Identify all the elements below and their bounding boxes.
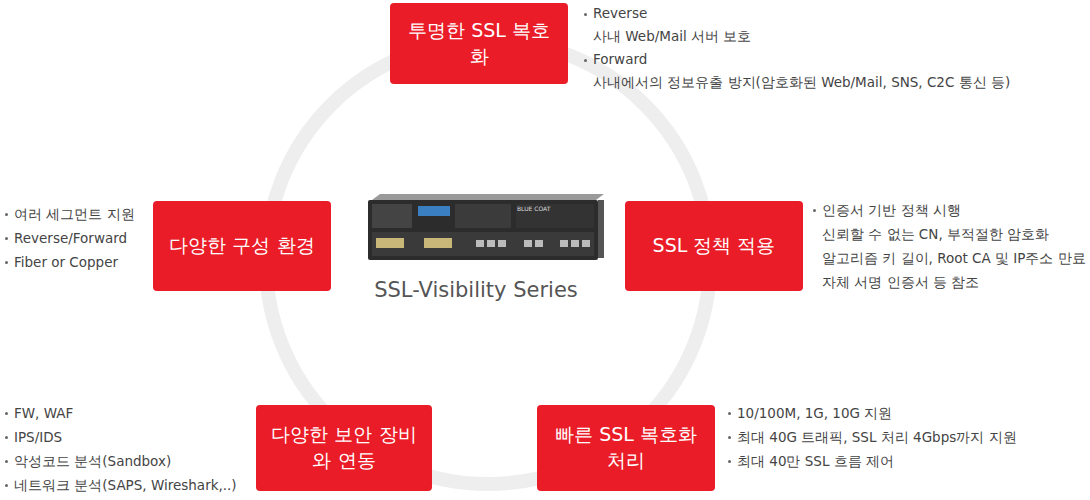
bullet-dot xyxy=(5,412,8,415)
bullet-subline: 신뢰할 수 없는 CN, 부적절한 암호화 xyxy=(812,222,1086,246)
bullet-list: 10/100M, 1G, 10G 지원최대 40G 트래픽, SSL 처리 4G… xyxy=(727,401,1067,473)
bullet-list: 인증서 기반 정책 시행신뢰할 수 없는 CN, 부적절한 암호화알고리즘 키 … xyxy=(812,198,1086,294)
bullet-list: 여러 세그먼트 지원Reverse/ForwardFiber or Copper xyxy=(4,202,149,274)
bullet-item: FW, WAF xyxy=(4,401,249,425)
bullet-dot xyxy=(728,412,731,415)
box-title: SSL 정책 적용 xyxy=(653,233,776,259)
brand-mark: BLUE COAT xyxy=(517,205,550,213)
feature-box: SSL 정책 적용 xyxy=(625,201,803,291)
bullet-item: 최대 40G 트래픽, SSL 처리 4Gbps까지 지원 xyxy=(727,425,1067,449)
feature-box: 다양한 보안 장비와 연동 xyxy=(256,405,432,491)
bullet-item: Fiber or Copper xyxy=(4,250,149,274)
bullet-subline: 알고리즘 키 길이, Root CA 및 IP주소 만료 xyxy=(812,246,1086,270)
bullet-dot xyxy=(5,261,8,264)
bullet-item: Forward xyxy=(583,48,1073,71)
box-title: 다양한 보안 장비와 연동 xyxy=(266,422,422,473)
bullet-dot xyxy=(5,460,8,463)
bullet-dot xyxy=(728,436,731,439)
bullet-list: FW, WAFIPS/IDS악성코드 분석(Sandbox)네트워크 분석(SA… xyxy=(4,401,249,497)
bullet-list: Reverse사내 Web/Mail 서버 보호Forward사내에서의 정보유… xyxy=(583,2,1073,94)
box-title: 빠른 SSL 복호화 처리 xyxy=(547,422,705,473)
bullet-subline: 사내에서의 정보유출 방지(암호화된 Web/Mail, SNS, C2C 통신… xyxy=(583,71,1073,94)
bullet-dot xyxy=(813,209,816,212)
bullet-item: Reverse/Forward xyxy=(4,226,149,250)
feature-box: 다양한 구성 환경 xyxy=(153,201,331,291)
bullet-item: IPS/IDS xyxy=(4,425,249,449)
bullet-dot xyxy=(584,59,587,62)
feature-box: 빠른 SSL 복호화 처리 xyxy=(537,405,715,491)
bullet-dot xyxy=(5,213,8,216)
bullet-item: 악성코드 분석(Sandbox) xyxy=(4,449,249,473)
bullet-dot xyxy=(5,484,8,487)
product-name: SSL-Visibility Series xyxy=(330,278,622,302)
bullet-dot xyxy=(5,237,8,240)
feature-box: 투명한 SSL 복호화 xyxy=(390,3,568,84)
device-illustration xyxy=(368,194,604,260)
bullet-dot xyxy=(728,460,731,463)
box-title: 투명한 SSL 복호화 xyxy=(400,18,558,69)
bullet-item: 인증서 기반 정책 시행 xyxy=(812,198,1086,222)
bullet-item: 10/100M, 1G, 10G 지원 xyxy=(727,401,1067,425)
bullet-dot xyxy=(5,436,8,439)
bullet-item: 최대 40만 SSL 흐름 제어 xyxy=(727,449,1067,473)
bullet-item: 네트워크 분석(SAPS, Wireshark,..) xyxy=(4,473,249,497)
bullet-item: 여러 세그먼트 지원 xyxy=(4,202,149,226)
bullet-subline: 자체 서명 인증서 등 참조 xyxy=(812,270,1086,294)
box-title: 다양한 구성 환경 xyxy=(169,233,314,259)
bullet-subline: 사내 Web/Mail 서버 보호 xyxy=(583,25,1073,48)
bullet-item: Reverse xyxy=(583,2,1073,25)
bullet-dot xyxy=(584,13,587,16)
